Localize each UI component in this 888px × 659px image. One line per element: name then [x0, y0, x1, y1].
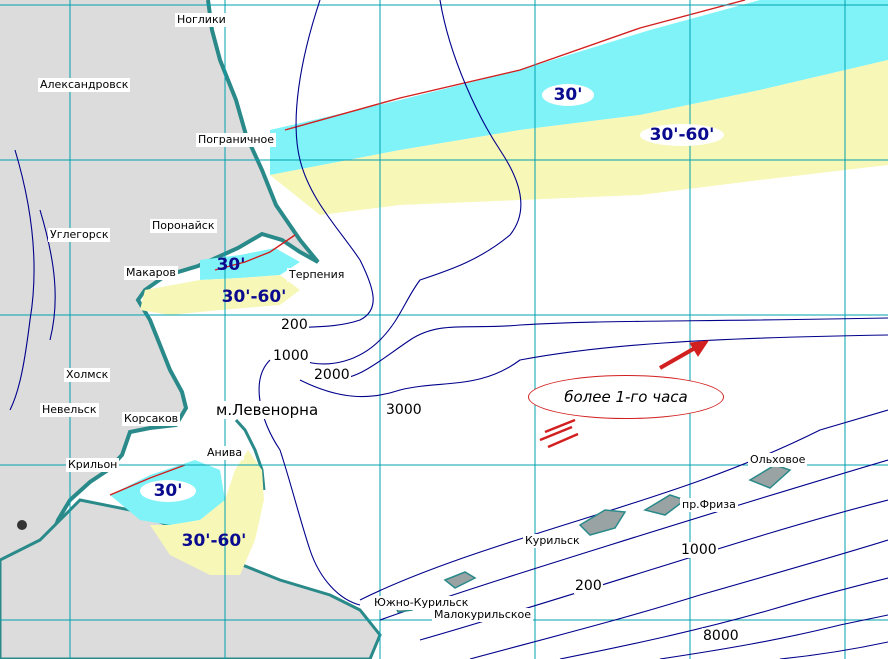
label-levenorna: м.Левенорна — [214, 401, 321, 419]
label-terpeniya: Терпения — [287, 268, 347, 282]
zone-boundaries — [109, 0, 746, 496]
label-malokurilskoe: Малокурильское — [432, 608, 533, 622]
zone-label-aniva-30: 30' — [140, 480, 196, 502]
isobath-label-8000: 8000 — [702, 628, 740, 644]
label-aniva: Анива — [205, 446, 245, 460]
zone-label-aniva-30-60: 30'-60' — [181, 531, 247, 551]
zone-label-terpeniya-30-60: 30'-60' — [221, 287, 287, 307]
zone-label-terpeniya-30: 30' — [216, 255, 246, 275]
label-pogranichnoe: Пограничное — [196, 133, 277, 147]
label-kurilsk: Курильск — [523, 534, 582, 548]
label-krilon: Крильон — [66, 458, 120, 472]
sakhalin-land — [0, 0, 320, 659]
small-island-dot — [17, 520, 27, 530]
isobath-label-200-south: 200 — [574, 578, 603, 594]
label-makarov: Макаров — [124, 266, 178, 280]
isobath-label-3000: 3000 — [385, 402, 423, 418]
label-korsakov: Корсаков — [122, 412, 181, 426]
label-friza: пр.Фриза — [680, 498, 738, 512]
label-nogliki: Ноглики — [175, 13, 228, 27]
label-olkhovoe: Ольховое — [748, 453, 808, 467]
label-yuzhno-kurilsk: Южно-Курильск — [372, 596, 471, 610]
direction-arrows — [539, 340, 710, 449]
label-uglegorsk: Углегорск — [48, 228, 111, 242]
label-poronaysk: Поронайск — [150, 219, 217, 233]
label-nevelsk: Невельск — [40, 403, 99, 417]
zone-label-north-30: 30' — [542, 84, 594, 106]
duration-callout: более 1-го часа — [528, 375, 724, 419]
isobath-label-200: 200 — [280, 317, 309, 333]
label-kholmsk: Холмск — [64, 368, 111, 382]
zone-label-north-30-60: 30'-60' — [640, 124, 724, 146]
isobath-label-1000-east: 1000 — [680, 542, 718, 558]
isobath-label-2000: 2000 — [313, 367, 351, 383]
isobath-label-1000: 1000 — [272, 348, 310, 364]
label-aleksandrovsk: Александровск — [38, 78, 131, 92]
